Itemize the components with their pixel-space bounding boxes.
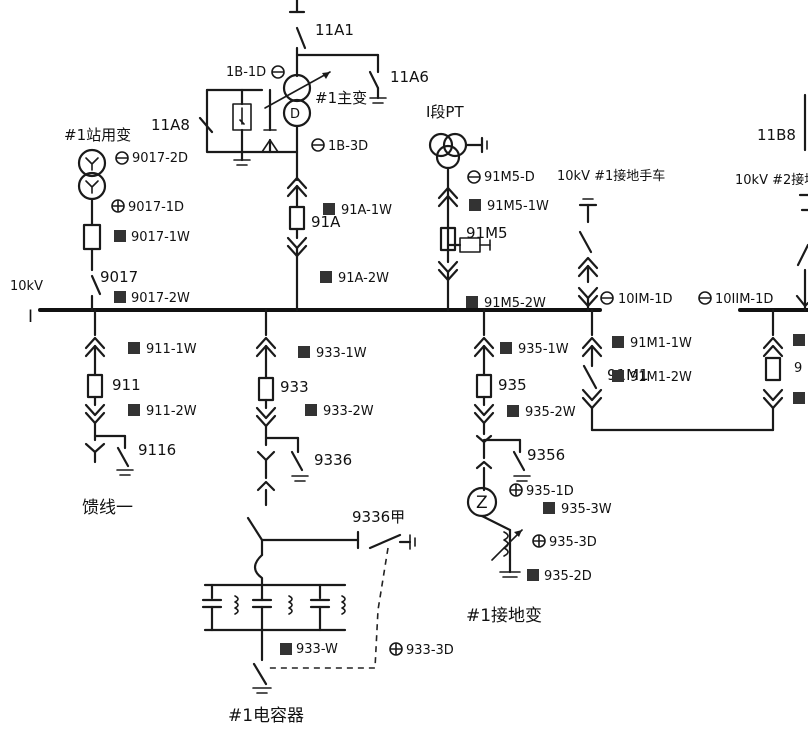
- earthing-transformer-1-label: #1接地变: [466, 606, 542, 626]
- ground-91M5-D-label: 91M5-D: [484, 170, 535, 185]
- breaker-933: [257, 376, 275, 402]
- switch-935-3W-label: 935-3W: [561, 502, 612, 517]
- bus-2-side: 11B8 10kV #2接地 9: [735, 93, 808, 432]
- earthing-cart-1: 10kV #1接地手车 10IM-1D 10IIM-1D: [557, 168, 773, 312]
- earthing-cart-1-label: 10kV #1接地手车: [557, 168, 665, 184]
- ground-10IM-1D-label: 10IM-1D: [618, 292, 673, 307]
- breaker-911-label: 911: [112, 376, 141, 394]
- ground-9116-label: 9116: [138, 441, 176, 459]
- switch-11B8-label: 11B8: [757, 126, 796, 144]
- svg-text:D: D: [290, 107, 300, 122]
- switch-9017-1W-label: 9017-1W: [131, 230, 190, 245]
- bus-voltage-label: 10kV: [10, 279, 43, 294]
- switch-933-W-label: 933-W: [296, 642, 338, 657]
- earthing-tx-935-bay: 935-1W 935 935-2W 9356 935-1D Z 935-3W 9…: [466, 308, 612, 626]
- ground-1B-1D-label: 1B-1D: [226, 65, 266, 80]
- bus-tie-91M1: 91M1-1W 91M1 91M1-2W: [581, 308, 775, 432]
- feeder-911-bay: 911-1W 911 911-2W 9116 馈线一: [82, 308, 197, 518]
- breaker-933-label: 933: [280, 378, 309, 396]
- switch-11A1-label: 11A1: [315, 21, 354, 39]
- svg-text:9: 9: [794, 361, 802, 376]
- fuse-91M5-label: 91M5: [466, 224, 508, 242]
- ground-935-3D-label: 935-3D: [549, 535, 597, 550]
- switch-91M1-1W-label: 91M1-1W: [630, 336, 692, 351]
- switch-91A-1W-label: 91A-1W: [341, 203, 392, 218]
- capacitor-1-label: #1电容器: [228, 706, 304, 726]
- ground-9356-label: 9356: [527, 446, 565, 464]
- switch-91A-2W-label: 91A-2W: [338, 271, 389, 286]
- main-transformer-bay: 11A1 11A6 D #1主变 1B-1D 11A8: [151, 0, 429, 312]
- ground-933-3D-label: 933-3D: [406, 643, 454, 658]
- ground-935-2D-label: 935-2D: [544, 569, 592, 584]
- switch-935-1W-label: 935-1W: [518, 342, 569, 357]
- switch-9336jia-label: 9336甲: [352, 508, 405, 526]
- station-transformer-bay: #1站用变 9017-2D 9017-1D 9017-1W 9017 9017-…: [64, 126, 190, 312]
- ground-1B-3D-label: 1B-3D: [328, 139, 368, 154]
- earthing-cart-2-label: 10kV #2接地: [735, 172, 808, 188]
- capacitor-bank: [201, 583, 346, 662]
- transformer-1-label: #1主变: [315, 89, 367, 107]
- ground-10IIM-1D-label: 10IIM-1D: [715, 292, 773, 307]
- bus-section-symbol: I: [28, 307, 33, 327]
- feeder-1-label: 馈线一: [82, 498, 133, 518]
- pt-bay: I段PT 91M5-D 91M5-1W 91M5 91M5-2W: [426, 103, 549, 312]
- breaker-91A-label: 91A: [311, 213, 341, 231]
- switch-91M5-1W-label: 91M5-1W: [487, 199, 549, 214]
- switch-9017-2W-label: 9017-2W: [131, 291, 190, 306]
- breaker-911: [86, 373, 104, 399]
- switch-91M5-2W-label: 91M5-2W: [484, 296, 546, 311]
- ground-935-1D-label: 935-1D: [526, 484, 574, 499]
- breaker-935: [475, 373, 493, 399]
- switch-935-2W-label: 935-2W: [525, 405, 576, 420]
- pt-title-label: I段PT: [426, 103, 464, 121]
- fuse-9017: [82, 223, 102, 251]
- switch-11A6-label: 11A6: [390, 68, 429, 86]
- switch-933-1W-label: 933-1W: [316, 346, 367, 361]
- transformer-winding-hv: [282, 73, 312, 103]
- switch-911-1W-label: 911-1W: [146, 342, 197, 357]
- svg-text:Z: Z: [476, 493, 488, 513]
- station-transformer-label: #1站用变: [64, 126, 131, 144]
- switch-11A8-label: 11A8: [151, 116, 190, 134]
- switch-9017-label: 9017: [100, 268, 138, 286]
- ground-9017-1D-label: 9017-1D: [128, 200, 184, 215]
- switch-933-2W-label: 933-2W: [323, 404, 374, 419]
- switch-91M1-2W-label: 91M1-2W: [630, 370, 692, 385]
- breaker-935-label: 935: [498, 376, 527, 394]
- ground-9017-2D-label: 9017-2D: [132, 151, 188, 166]
- ground-9336-label: 9336: [314, 451, 352, 469]
- breaker-91A: [288, 205, 306, 231]
- switch-911-2W-label: 911-2W: [146, 404, 197, 419]
- capacitor-933-bay: 933-1W 933 933-2W 9336 9336甲: [201, 308, 454, 726]
